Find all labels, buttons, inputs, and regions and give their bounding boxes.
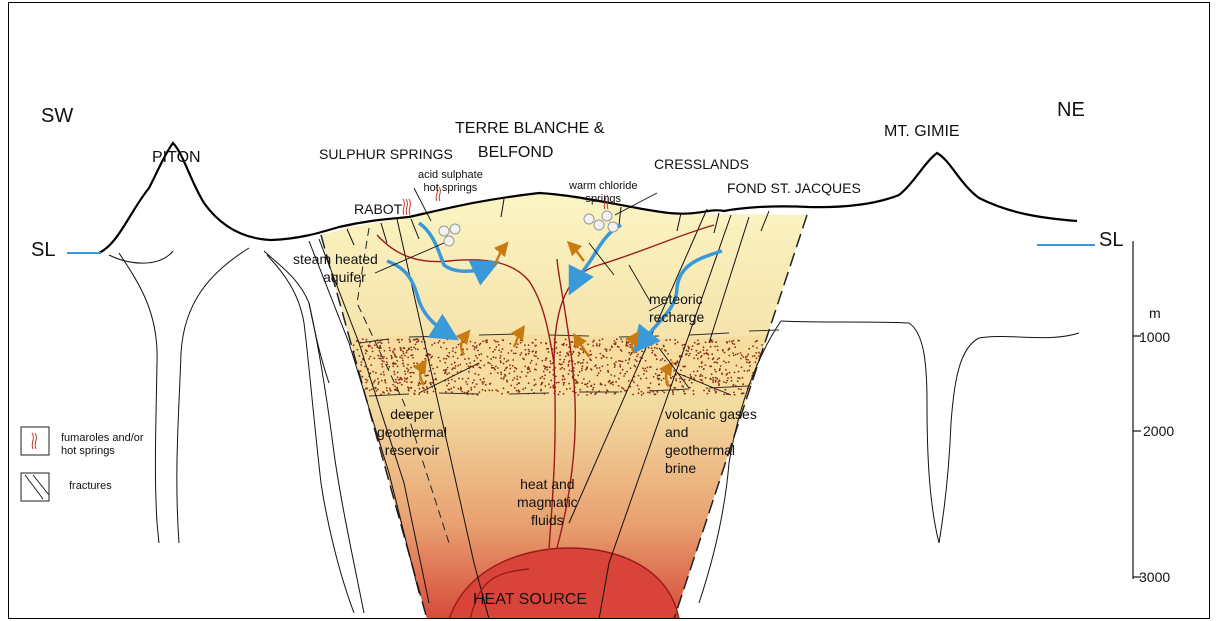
host-rock-outlines (109, 248, 364, 613)
fracture-icon (21, 473, 49, 501)
scale-tick-2000: 2000 (1143, 422, 1174, 440)
peak-mt-gimie: MT. GIMIE (884, 123, 960, 141)
label-acid-sulphate: acid sulphate hot springs (418, 169, 483, 195)
site-rabot: RABOT (354, 200, 402, 218)
scale-unit: m (1149, 304, 1161, 322)
label-sea-level-left: SL (31, 239, 55, 262)
label-volcanic-gases: volcanic gases and geothermal brine (665, 405, 757, 477)
label-warm-chloride: warm chloride springs (569, 180, 637, 206)
direction-ne: NE (1057, 99, 1085, 122)
peak-piton: PITON (152, 149, 201, 167)
scale-tick-1000: 1000 (1139, 328, 1170, 346)
legend-box-fumarole (21, 427, 49, 455)
label-heat-source: HEAT SOURCE (473, 591, 587, 609)
site-cresslands: CRESSLANDS (654, 155, 749, 173)
site-terre-blanche: TERRE BLANCHE & BELFOND (455, 117, 604, 165)
label-meteoric-recharge: meteoric recharge (649, 290, 704, 326)
geothermal-cross-section (9, 3, 1210, 619)
label-deeper-reservoir: deeper geothermal reservoir (377, 405, 447, 459)
site-fond-st-jacques: FOND ST. JACQUES (727, 179, 861, 197)
site-sulphur-springs: SULPHUR SPRINGS (319, 145, 453, 163)
label-sea-level-right: SL (1099, 229, 1123, 252)
label-heat-magmatic-fluids: heat and magmatic fluids (517, 475, 578, 529)
label-steam-heated-aquifer: steam heated aquifer (293, 250, 378, 286)
legend-fumaroles-label: fumaroles and/or hot springs (61, 432, 144, 458)
direction-sw: SW (41, 105, 73, 128)
cross-section-diagram: SW NE PITON MT. GIMIE TERRE BLANCHE & BE… (8, 2, 1210, 619)
legend-fractures-label: fractures (69, 480, 112, 493)
scale-tick-3000: 3000 (1139, 568, 1170, 586)
depth-scale (1133, 241, 1141, 579)
